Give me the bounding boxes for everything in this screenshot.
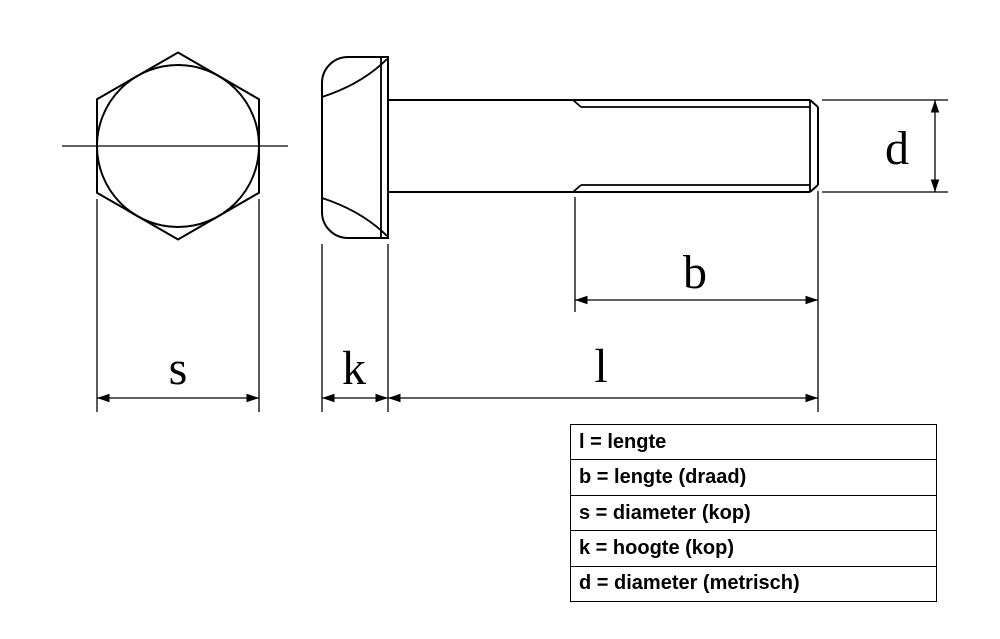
b-label: b xyxy=(683,246,707,299)
k-label: k xyxy=(342,342,366,395)
legend-row-l: l = lengte xyxy=(571,425,936,461)
head-inscribed-circle xyxy=(96,64,260,228)
legend-table: l = lengte b = lengte (draad) s = diamet… xyxy=(570,424,937,602)
end-chamfer-bottom xyxy=(809,184,819,193)
bolt-front-view xyxy=(62,51,288,241)
head-side-outline xyxy=(321,56,389,239)
hex-head-outline xyxy=(96,51,260,241)
thread-runout-bottom xyxy=(572,184,582,193)
dimension-l: l xyxy=(388,191,819,412)
head-chamfer-arc-bottom xyxy=(321,197,388,237)
end-chamfer-top xyxy=(809,99,819,108)
legend-entry-s: s = diameter (kop) xyxy=(579,501,751,524)
dimension-s: s xyxy=(96,199,260,412)
d-label: d xyxy=(885,122,909,175)
legend-row-b: b = lengte (draad) xyxy=(571,460,936,496)
legend-entry-k: k = hoogte (kop) xyxy=(579,536,734,559)
s-label: s xyxy=(169,342,188,395)
dimension-d: d xyxy=(822,99,948,193)
dimension-b: b xyxy=(574,197,818,312)
legend-entry-b: b = lengte (draad) xyxy=(579,466,747,489)
legend-entry-l: l = lengte xyxy=(579,430,667,453)
legend-entry-d: d = diameter (metrisch) xyxy=(579,572,800,595)
thread-runout-top xyxy=(572,99,582,108)
legend-row-d: d = diameter (metrisch) xyxy=(571,567,936,601)
head-chamfer-arc-top xyxy=(321,58,388,98)
legend-row-k: k = hoogte (kop) xyxy=(571,531,936,567)
bolt-side-view xyxy=(321,56,819,239)
legend-row-s: s = diameter (kop) xyxy=(571,496,936,532)
l-label: l xyxy=(594,340,607,393)
dimension-k: k xyxy=(321,244,389,412)
